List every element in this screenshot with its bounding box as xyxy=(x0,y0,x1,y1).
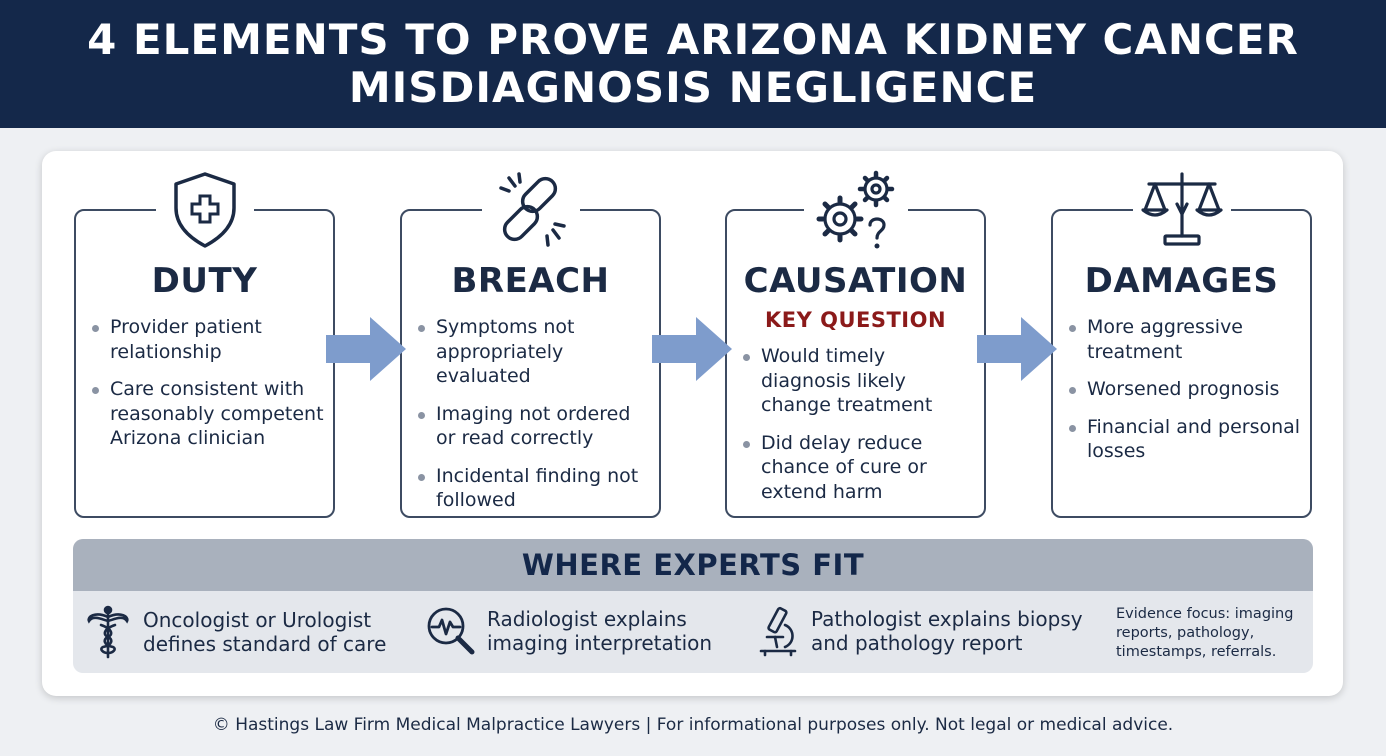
scales-icon xyxy=(1132,167,1231,253)
expert-pathologist: Pathologist explains biopsy and patholog… xyxy=(755,605,1083,657)
list-item: Would timely diagnosis likely change tre… xyxy=(741,344,978,418)
bullet-list: Symptoms not appropriately evaluated Ima… xyxy=(416,315,653,526)
expert-oncologist: Oncologist or Urologist defines standard… xyxy=(83,605,386,659)
experts-section: WHERE EXPERTS FIT Oncologist or Urologis… xyxy=(73,539,1313,673)
arrow-right-icon xyxy=(977,317,1057,381)
list-item: Financial and personal losses xyxy=(1067,415,1304,464)
card-title: BREACH xyxy=(451,261,610,301)
page-title-line-1: 4 ELEMENTS TO PROVE ARIZONA KIDNEY CANCE… xyxy=(87,15,1299,64)
footer-disclaimer: © Hastings Law Firm Medical Malpractice … xyxy=(212,715,1174,735)
card-causation: CAUSATION KEY QUESTION Would timely diag… xyxy=(725,167,986,518)
bullet-list: Provider patient relationship Care consi… xyxy=(90,315,327,464)
key-question-label: KEY QUESTION xyxy=(764,308,947,332)
card-duty: DUTY Provider patient relationship Care … xyxy=(74,167,335,518)
card-breach: BREACH Symptoms not appropriately evalua… xyxy=(400,167,661,518)
note-line-1: Evidence focus: imaging xyxy=(1116,606,1294,622)
expert-line-1: Oncologist or Urologist xyxy=(143,608,372,632)
evidence-focus-note: Evidence focus: imaging reports, patholo… xyxy=(1116,605,1293,662)
arrow-right-icon xyxy=(326,317,406,381)
list-item: Provider patient relationship xyxy=(90,315,327,364)
expert-radiologist: Radiologist explains imaging interpretat… xyxy=(425,605,712,657)
caduceus-icon xyxy=(87,605,129,659)
expert-line-1: Radiologist explains xyxy=(487,607,687,631)
note-line-2: reports, pathology, xyxy=(1116,625,1255,641)
card-damages: DAMAGES More aggressive treatment Worsen… xyxy=(1051,167,1312,518)
broken-chain-icon xyxy=(481,167,580,253)
bullet-list: More aggressive treatment Worsened progn… xyxy=(1067,315,1304,477)
magnifier-heartbeat-icon xyxy=(427,607,475,655)
microscope-icon xyxy=(759,606,797,657)
card-title: DUTY xyxy=(151,261,258,301)
shield-cross-icon xyxy=(155,167,254,253)
page-title-line-2: MISDIAGNOSIS NEGLIGENCE xyxy=(348,63,1038,112)
expert-line-2: defines standard of care xyxy=(143,632,387,656)
list-item: Did delay reduce chance of cure or exten… xyxy=(741,431,978,505)
list-item: More aggressive treatment xyxy=(1067,315,1304,364)
note-line-3: timestamps, referrals. xyxy=(1116,644,1277,660)
header-banner: 4 ELEMENTS TO PROVE ARIZONA KIDNEY CANCE… xyxy=(0,0,1386,128)
expert-line-2: and pathology report xyxy=(811,631,1023,655)
bullet-list: Would timely diagnosis likely change tre… xyxy=(741,344,978,517)
expert-line-1: Pathologist explains biopsy xyxy=(811,607,1083,631)
list-item: Symptoms not appropriately evaluated xyxy=(416,315,653,389)
list-item: Incidental finding not followed xyxy=(416,464,653,513)
card-title: DAMAGES xyxy=(1084,261,1279,301)
list-item: Worsened prognosis xyxy=(1067,377,1304,402)
arrow-right-icon xyxy=(652,317,732,381)
list-item: Care consistent with reasonably competen… xyxy=(90,377,327,451)
gears-question-icon xyxy=(803,167,908,253)
card-title: CAUSATION xyxy=(743,261,968,301)
experts-heading: WHERE EXPERTS FIT xyxy=(73,539,1313,591)
expert-line-2: imaging interpretation xyxy=(487,631,713,655)
list-item: Imaging not ordered or read correctly xyxy=(416,402,653,451)
